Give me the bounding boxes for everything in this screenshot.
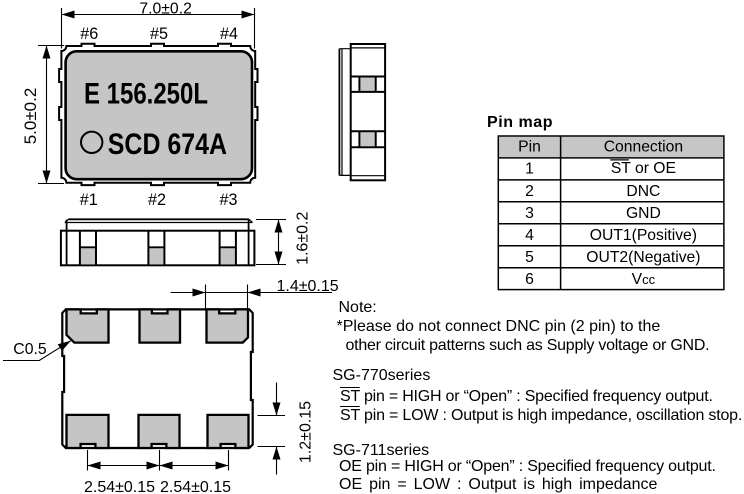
svg-text:4: 4 <box>525 227 534 244</box>
svg-text:DNC: DNC <box>626 183 660 200</box>
svg-text:E 156.250L: E 156.250L <box>84 77 208 110</box>
svg-text:1: 1 <box>525 160 534 177</box>
svg-text:1.4±0.15: 1.4±0.15 <box>277 278 339 295</box>
svg-text:#3: #3 <box>219 191 237 209</box>
svg-text:2.54±0.15: 2.54±0.15 <box>160 479 231 494</box>
svg-text:Vcc: Vcc <box>632 271 656 288</box>
svg-text:5.0±0.2: 5.0±0.2 <box>21 88 40 145</box>
svg-text:6: 6 <box>525 271 534 288</box>
svg-text:2: 2 <box>525 183 534 200</box>
svg-text:1.2±0.15: 1.2±0.15 <box>297 401 314 463</box>
svg-text:#4: #4 <box>220 25 238 43</box>
svg-text:2.54±0.15: 2.54±0.15 <box>84 479 155 494</box>
svg-text:#5: #5 <box>150 25 168 43</box>
svg-text:#6: #6 <box>80 25 98 43</box>
svg-text:7.0±0.2: 7.0±0.2 <box>139 1 192 18</box>
svg-text:C0.5: C0.5 <box>13 341 47 358</box>
svg-text:Connection: Connection <box>604 138 683 155</box>
svg-text:OUT1(Positive): OUT1(Positive) <box>590 227 697 244</box>
svg-text:OUT2(Negative): OUT2(Negative) <box>586 249 700 266</box>
svg-text:SCD 674A: SCD 674A <box>108 128 227 161</box>
svg-text:Pin: Pin <box>518 138 541 155</box>
svg-text:#2: #2 <box>148 191 166 209</box>
svg-text:3: 3 <box>525 205 534 222</box>
svg-text:ST or OE: ST or OE <box>611 160 676 177</box>
svg-text:5: 5 <box>525 249 534 266</box>
svg-text:#1: #1 <box>80 191 98 209</box>
svg-text:GND: GND <box>626 205 661 222</box>
svg-text:1.6±0.2: 1.6±0.2 <box>295 212 312 265</box>
